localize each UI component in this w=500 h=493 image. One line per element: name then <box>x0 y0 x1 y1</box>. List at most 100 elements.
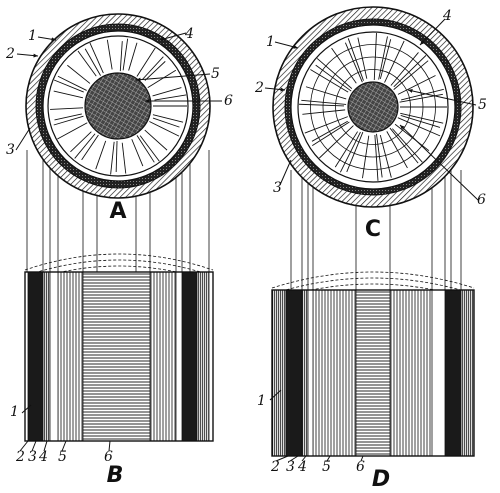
tissue-band <box>176 272 182 441</box>
cross-section-a <box>15 13 222 272</box>
medullary-ray <box>122 38 129 71</box>
medullary-ray <box>362 135 370 179</box>
growth-ring <box>322 56 424 158</box>
tissue-band <box>461 290 474 456</box>
figure-letter-d: D <box>372 467 390 492</box>
tissue-band <box>272 290 286 456</box>
tissue-band <box>25 272 28 441</box>
callout-c-6: 6 <box>477 192 486 208</box>
medullary-ray <box>305 86 347 100</box>
medullary-ray <box>401 88 444 101</box>
medullary-ray <box>54 113 82 121</box>
callout-c-2: 2 <box>254 80 264 96</box>
medullary-ray <box>347 38 364 81</box>
dashed-arc <box>24 265 214 283</box>
callout-a-2: 2 <box>5 46 15 62</box>
medullary-ray <box>89 42 104 74</box>
label-b-4: 4 <box>38 449 48 465</box>
medullary-ray <box>131 139 144 167</box>
medullary-ray <box>390 52 419 86</box>
label-b-3: 3 <box>28 449 37 465</box>
dashed-arc <box>24 253 214 271</box>
leader-line <box>264 87 286 92</box>
leader-line <box>399 124 479 201</box>
medullary-ray <box>84 48 101 76</box>
label-b-2: 2 <box>15 449 25 465</box>
medullary-ray <box>70 131 92 153</box>
medullary-ray <box>316 58 353 89</box>
leader-line <box>37 36 57 42</box>
leader-line <box>135 73 211 82</box>
tissue-band <box>308 290 313 456</box>
tissue-band <box>58 272 83 441</box>
leader-line <box>360 455 364 462</box>
medullary-ray <box>331 47 357 84</box>
medullary-ray <box>374 134 379 181</box>
tissue-band <box>28 272 43 441</box>
medullary-ray <box>311 120 348 142</box>
medullary-ray <box>319 125 354 159</box>
medullary-ray <box>57 75 87 91</box>
medullary-ray <box>50 107 84 110</box>
medullary-ray <box>152 87 182 97</box>
medullary-ray <box>57 122 88 140</box>
tissue-band <box>150 272 176 441</box>
tissue-band <box>432 290 445 456</box>
growth-ring <box>335 69 411 145</box>
leader-line <box>31 440 37 452</box>
medullary-ray <box>147 69 177 88</box>
leader-line <box>21 404 32 414</box>
medullary-ray <box>315 64 352 92</box>
leader-line <box>269 389 282 401</box>
leader-line <box>301 455 307 462</box>
medullary-ray <box>121 142 127 174</box>
medullary-ray <box>77 50 97 77</box>
medullary-ray <box>136 47 156 77</box>
medullary-ray <box>139 135 160 162</box>
tissue-band <box>313 290 356 456</box>
medullary-ray <box>152 114 184 123</box>
tissue-band <box>83 272 150 441</box>
leader-line <box>275 455 289 462</box>
medullary-ray <box>393 60 429 90</box>
tissue-band <box>302 290 308 456</box>
medullary-ray <box>373 33 377 81</box>
leader-line <box>407 89 477 106</box>
medullary-ray <box>53 79 84 93</box>
medullary-ray <box>310 69 349 93</box>
medullary-ray <box>400 115 441 128</box>
label-d-3: 3 <box>286 459 295 475</box>
tissue-band <box>356 290 390 456</box>
callout-c-4: 4 <box>442 8 452 24</box>
callout-c-3: 3 <box>273 180 282 196</box>
callout-a-5: 5 <box>211 66 220 82</box>
leader-line <box>274 41 299 49</box>
leader-line <box>108 440 111 452</box>
label-d-6: 6 <box>356 459 365 475</box>
growth-ring <box>310 44 436 170</box>
figure-letter-b: B <box>107 463 124 488</box>
label-d-4: 4 <box>297 459 307 475</box>
leader-line <box>289 455 299 462</box>
leader-line <box>16 53 39 58</box>
label-b-5: 5 <box>58 449 67 465</box>
medullary-ray <box>74 133 96 159</box>
label-d-5: 5 <box>322 459 331 475</box>
tissue-band <box>286 290 302 456</box>
medullary-ray <box>393 55 427 88</box>
medullary-ray <box>376 133 383 178</box>
figure-letter-c: C <box>365 217 381 242</box>
leader-line <box>19 440 29 452</box>
medullary-ray <box>53 115 84 126</box>
medullary-ray <box>119 41 123 72</box>
medullary-ray <box>154 94 187 101</box>
medullary-ray <box>95 140 107 170</box>
cross-section-c <box>264 6 479 290</box>
dashed-arc <box>271 277 475 295</box>
tissue-band <box>182 272 197 441</box>
longitudinal-section-d <box>269 271 475 462</box>
tissue-band <box>43 272 50 441</box>
leader-line <box>61 440 67 452</box>
medullary-ray <box>128 42 138 71</box>
